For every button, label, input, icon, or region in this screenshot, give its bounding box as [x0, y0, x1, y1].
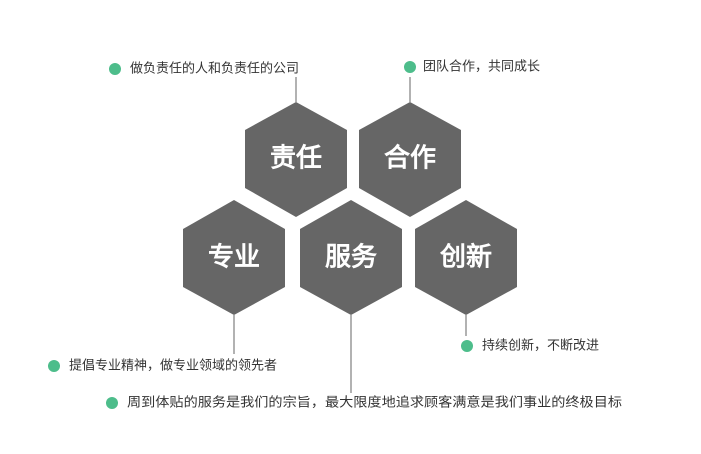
- hexagon-service: 服务: [300, 200, 402, 315]
- bullet-icon: [404, 61, 416, 73]
- hexagon-service-label: 服务: [325, 243, 377, 273]
- hexagon-responsibility-label: 责任: [270, 144, 322, 174]
- caption-professional-text: 提倡专业精神，做专业领域的领先者: [69, 358, 277, 374]
- hexagon-professional: 专业: [183, 200, 285, 315]
- caption-professional: 提倡专业精神，做专业领域的领先者: [48, 358, 277, 374]
- caption-responsibility-text: 做负责任的人和负责任的公司: [130, 61, 299, 77]
- caption-cooperation-text: 团队合作，共同成长: [423, 60, 540, 75]
- caption-innovation: 持续创新，不断改进: [461, 338, 599, 354]
- bullet-icon: [109, 63, 121, 75]
- caption-service-text: 周到体贴的服务是我们的宗旨，最大限度地追求顾客满意是我们事业的终极目标: [127, 395, 622, 411]
- hexagon-cooperation: 合作: [359, 102, 461, 217]
- caption-service: 周到体贴的服务是我们的宗旨，最大限度地追求顾客满意是我们事业的终极目标: [106, 395, 622, 411]
- connector-lines: [233, 77, 467, 393]
- caption-cooperation: 团队合作，共同成长: [404, 60, 540, 75]
- hexagon-professional-label: 专业: [208, 243, 260, 273]
- hexagon-innovation: 创新: [415, 200, 517, 315]
- bullet-icon: [106, 397, 118, 409]
- hexagon-innovation-label: 创新: [439, 242, 492, 273]
- bullet-icon: [48, 360, 60, 372]
- hexagon-responsibility: 责任: [245, 102, 347, 217]
- bullet-icon: [461, 340, 473, 352]
- caption-responsibility: 做负责任的人和负责任的公司: [109, 61, 299, 77]
- hexagon-cooperation-label: 合作: [384, 143, 436, 174]
- caption-innovation-text: 持续创新，不断改进: [482, 338, 599, 354]
